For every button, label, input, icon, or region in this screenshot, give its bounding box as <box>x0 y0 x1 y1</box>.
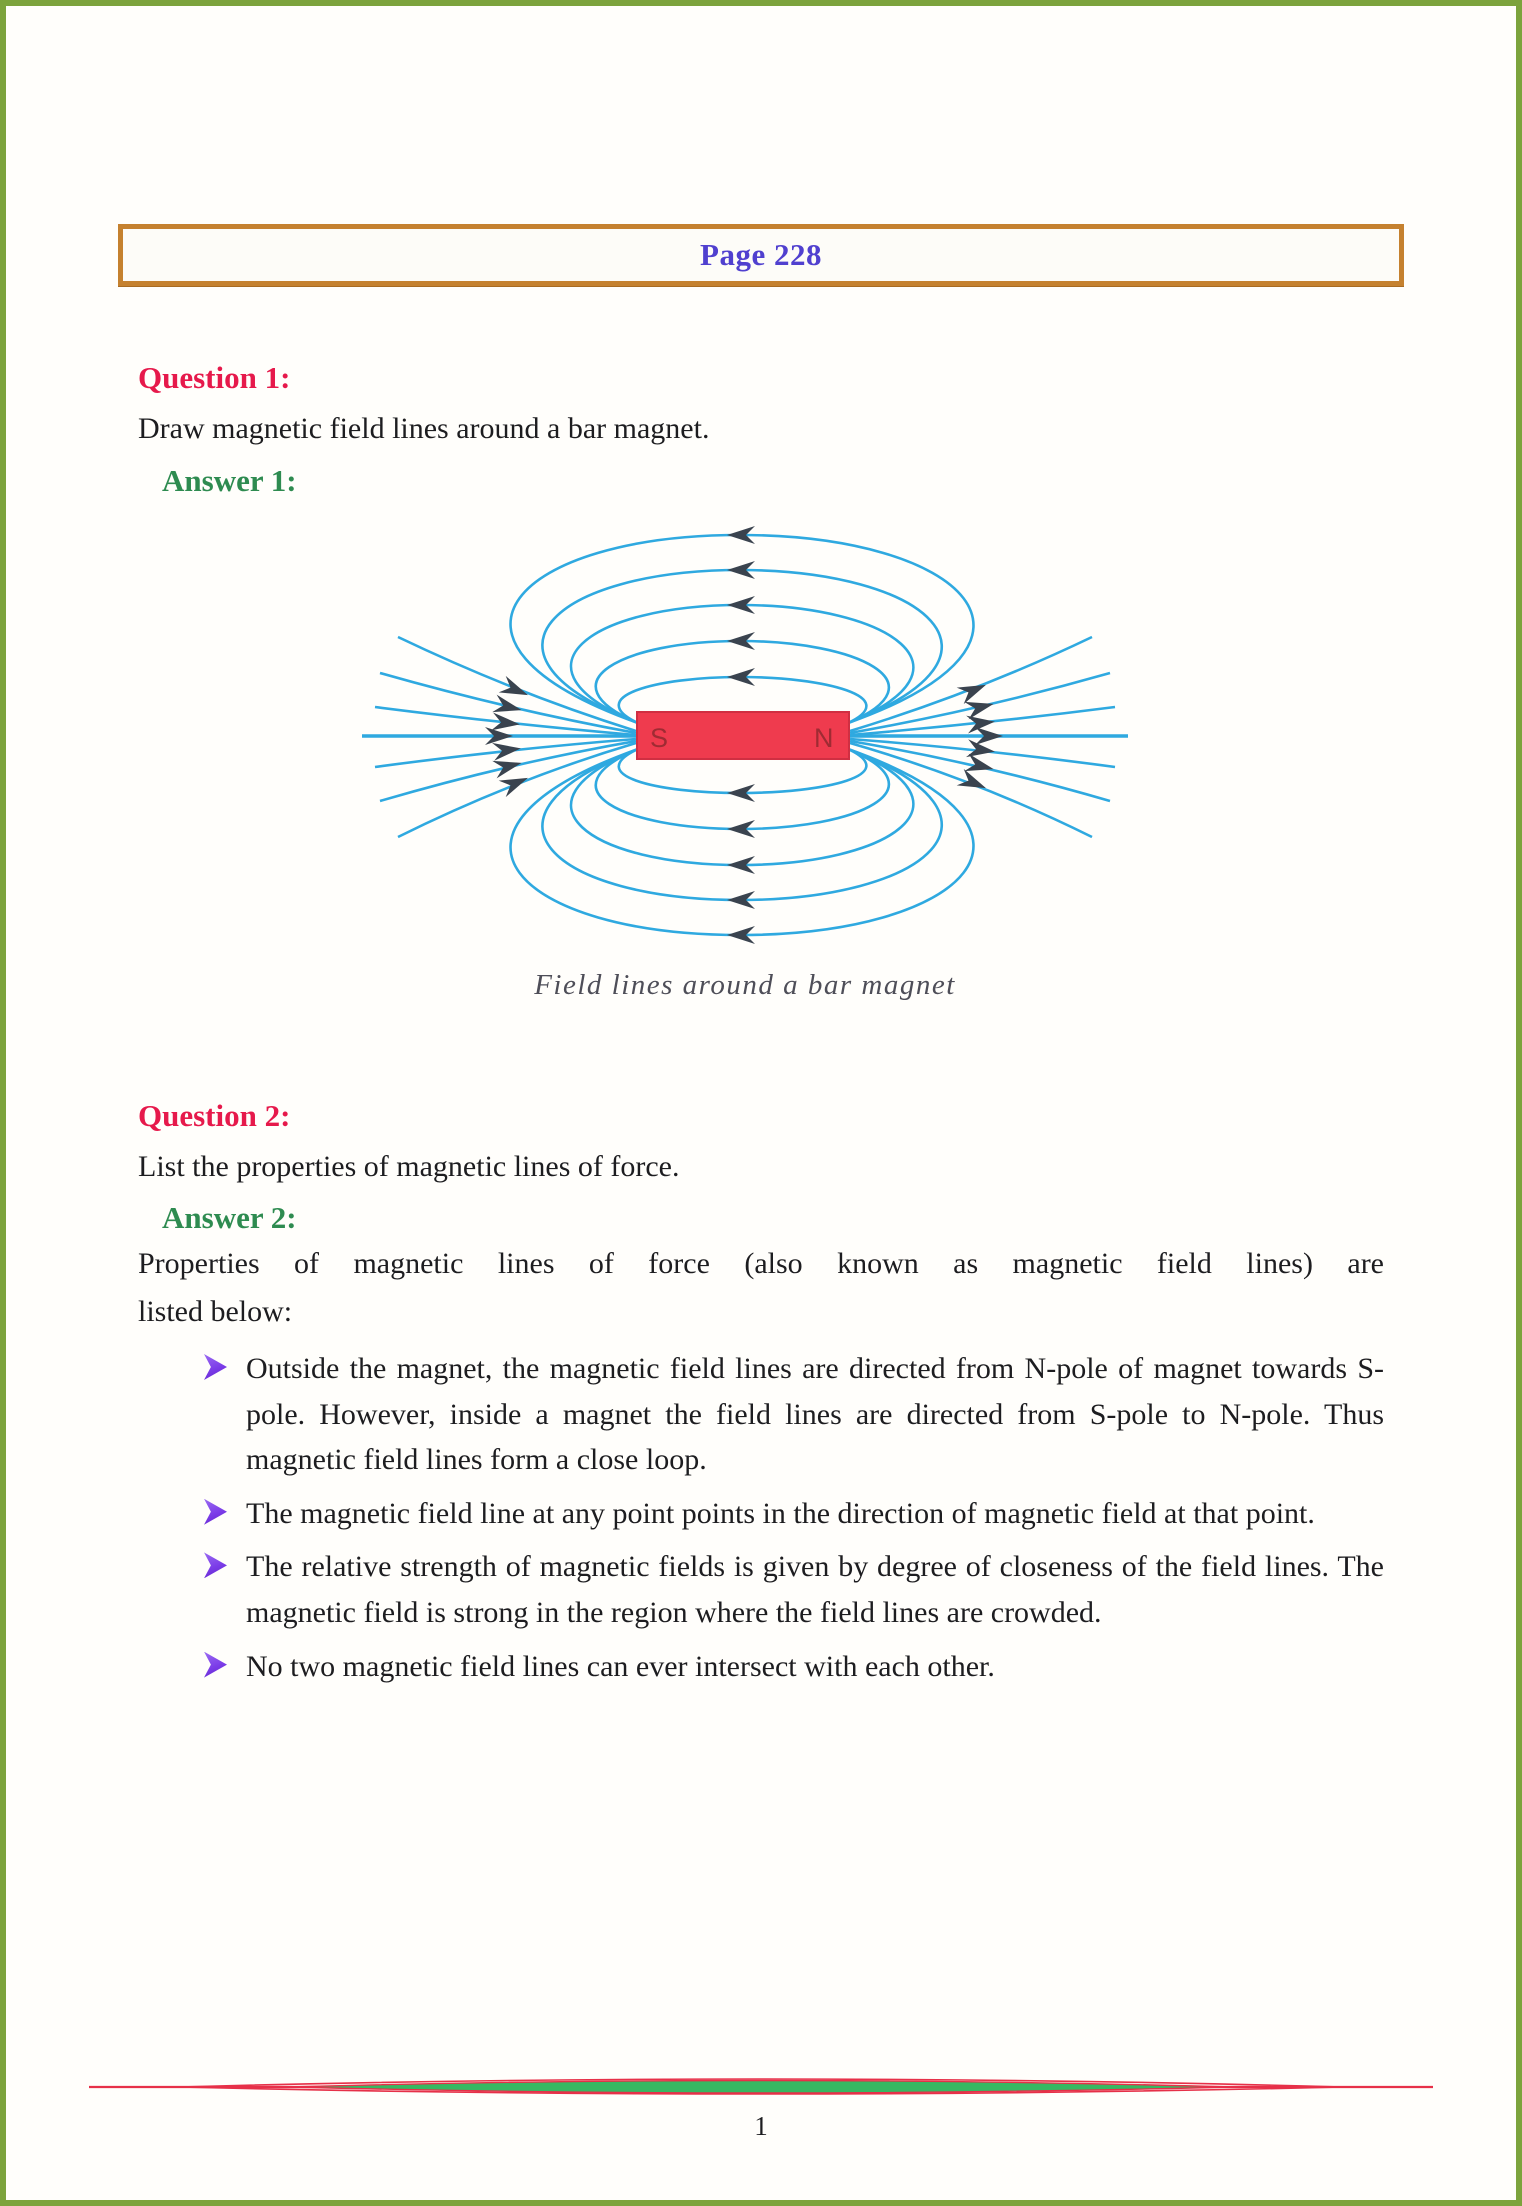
question-2-text: List the properties of magnetic lines of… <box>138 1149 680 1183</box>
page-header-box: Page 228 <box>118 224 1404 286</box>
properties-list: Outside the magnet, the magnetic field l… <box>138 1346 1384 1689</box>
list-item-text: The magnetic field line at any point poi… <box>246 1496 1315 1530</box>
bar-magnet-figure: S N Field lines around a bar magnet <box>350 525 1140 1002</box>
arrowhead-right-icon <box>204 1498 227 1525</box>
list-item-text: The relative strength of magnetic fields… <box>246 1550 1384 1629</box>
list-item: The magnetic field line at any point poi… <box>204 1491 1384 1537</box>
bar-magnet: S N <box>636 710 850 760</box>
answer-2-label: Answer 2: <box>162 1200 297 1235</box>
field-direction-arrowheads <box>485 525 1003 944</box>
arrowhead-right-icon <box>204 1354 227 1380</box>
answer-2-intro-line-1: Properties of magnetic lines of force (a… <box>138 1247 1384 1280</box>
south-pole-label: S <box>650 723 668 753</box>
north-pole-label: N <box>814 723 834 753</box>
page-footer: 1 <box>6 2077 1516 2142</box>
page-content: Question 1: Draw magnetic field lines ar… <box>138 360 1384 1689</box>
page-title: Page 228 <box>700 237 822 272</box>
answer-2-intro-line-2: listed below: <box>138 1295 293 1328</box>
list-item: Outside the magnet, the magnetic field l… <box>204 1346 1384 1483</box>
answer-1-label: Answer 1: <box>162 462 297 498</box>
list-item: The relative strength of magnetic fields… <box>204 1544 1384 1635</box>
page-number: 1 <box>754 2111 768 2141</box>
list-item-text: Outside the magnet, the magnetic field l… <box>246 1352 1384 1477</box>
list-item-text: No two magnetic field lines can ever int… <box>246 1649 995 1683</box>
decorative-divider <box>89 2078 1433 2095</box>
list-item: No two magnetic field lines can ever int… <box>204 1644 1384 1690</box>
question-1-text: Draw magnetic field lines around a bar m… <box>138 412 710 445</box>
question-1-label: Question 1: <box>138 360 291 395</box>
question-2-label: Question 2: <box>138 1097 291 1133</box>
arrowhead-right-icon <box>204 1651 227 1678</box>
figure-caption: Field lines around a bar magnet <box>534 968 956 1001</box>
magnetic-field-lines-diagram: S N <box>362 525 1128 944</box>
arrowhead-right-icon <box>204 1552 227 1579</box>
